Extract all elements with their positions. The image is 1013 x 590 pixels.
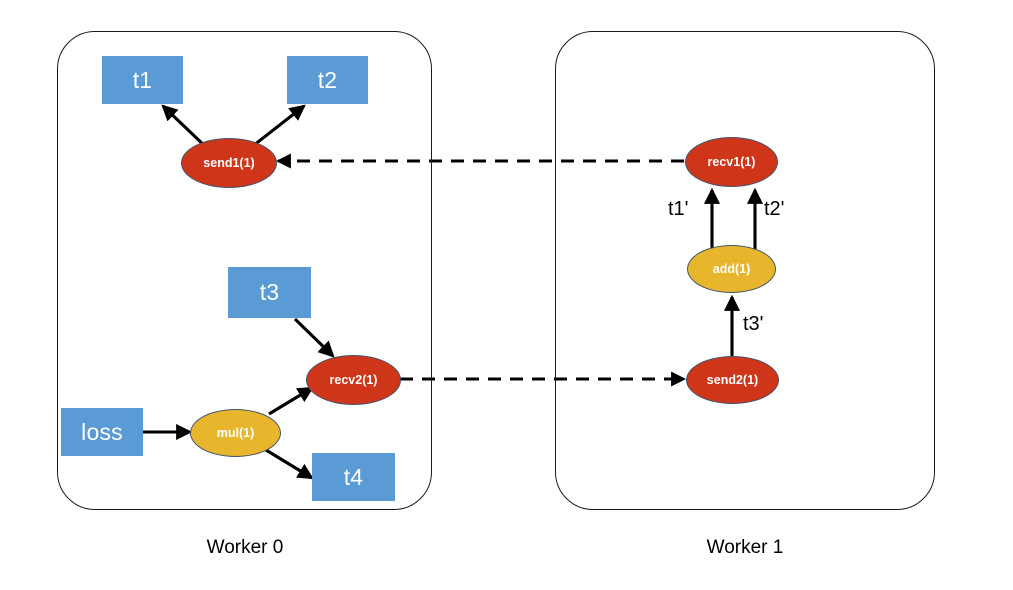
- node-t4-label: t4: [343, 463, 364, 490]
- node-t1[interactable]: t1: [102, 56, 183, 104]
- node-send1[interactable]: send1(1): [181, 138, 277, 188]
- node-loss-label: loss: [81, 418, 123, 445]
- worker-panel-0: [57, 31, 432, 510]
- node-send2[interactable]: send2(1): [686, 356, 779, 404]
- edge-label-t1-prime: t1': [668, 198, 689, 220]
- node-add[interactable]: add(1): [687, 245, 776, 293]
- edge-label-t2-prime: t2': [764, 198, 785, 220]
- worker-1-caption: Worker 1: [706, 537, 784, 558]
- node-t2[interactable]: t2: [287, 56, 368, 104]
- node-t3[interactable]: t3: [228, 267, 311, 318]
- worker-panel-1: [555, 31, 935, 510]
- node-add-label: add(1): [712, 262, 751, 276]
- node-t3-label: t3: [259, 279, 280, 305]
- node-recv2-label: recv2(1): [329, 373, 378, 387]
- worker-0-caption: Worker 0: [206, 537, 284, 558]
- node-send2-label: send2(1): [706, 373, 759, 387]
- node-mul[interactable]: mul(1): [190, 409, 281, 457]
- node-recv1[interactable]: recv1(1): [685, 137, 778, 187]
- edge-label-t3-prime: t3': [743, 313, 764, 335]
- node-recv2[interactable]: recv2(1): [306, 355, 401, 405]
- node-send1-label: send1(1): [203, 156, 255, 170]
- node-t4[interactable]: t4: [312, 453, 395, 501]
- node-t2-label: t2: [317, 66, 338, 93]
- node-mul-label: mul(1): [216, 426, 255, 440]
- node-loss[interactable]: loss: [61, 408, 143, 456]
- node-recv1-label: recv1(1): [707, 155, 756, 169]
- node-t1-label: t1: [132, 66, 153, 93]
